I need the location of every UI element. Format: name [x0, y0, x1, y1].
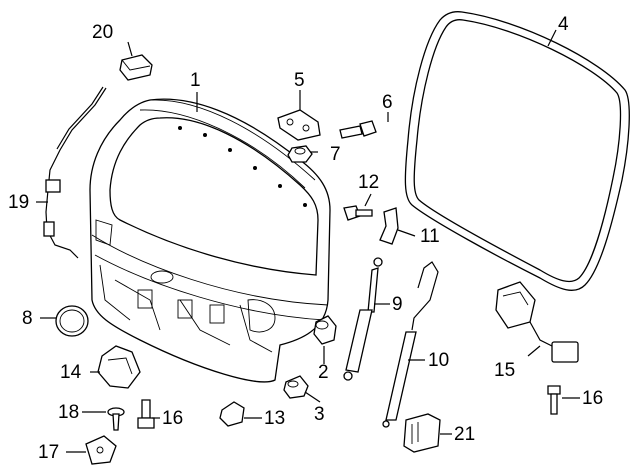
callout-17: 17 [38, 442, 59, 463]
callout-7: 7 [330, 144, 341, 165]
callout-4: 4 [558, 14, 569, 35]
gas-strut-part [343, 257, 383, 381]
callout-3: 3 [314, 404, 325, 425]
callout-8: 8 [22, 308, 33, 329]
weatherstrip-part [404, 11, 630, 291]
clip-part-2 [219, 401, 245, 427]
callout-19: 19 [8, 192, 29, 213]
control-module-part [403, 413, 441, 453]
screw-part [107, 407, 125, 431]
callout-21: 21 [454, 424, 475, 445]
tailgate-part [89, 98, 331, 383]
seal-ring-part [55, 305, 89, 337]
latch-assembly-part [495, 281, 579, 363]
callout-1: 1 [190, 70, 201, 91]
leader-lines [36, 29, 580, 453]
callout-2: 2 [318, 362, 329, 383]
latch-part [97, 345, 141, 389]
callout-10: 10 [428, 350, 449, 371]
stopper-part [283, 375, 309, 399]
callout-5: 5 [294, 70, 305, 91]
callout-14: 14 [60, 362, 82, 383]
cable-part [43, 86, 107, 259]
bumper-part [313, 315, 337, 345]
callout-12: 12 [358, 172, 379, 193]
callout-16a: 16 [162, 408, 183, 429]
bolt-part [339, 120, 377, 139]
bolt-part-3 [547, 385, 561, 415]
striker-part [85, 435, 117, 465]
callout-20: 20 [92, 22, 113, 43]
callout-13: 13 [264, 408, 285, 429]
bumper-stop-part [119, 54, 153, 81]
callout-15: 15 [494, 360, 515, 381]
callout-16b: 16 [582, 388, 603, 409]
nut-part [287, 145, 313, 163]
bolt-part-2 [343, 205, 373, 221]
callout-labels: 1 2 3 4 5 6 7 8 9 10 11 12 13 14 15 16 1… [8, 14, 603, 463]
callout-6: 6 [382, 92, 393, 113]
bolt-part-4 [137, 399, 155, 429]
callout-18: 18 [58, 402, 79, 423]
bracket-part [277, 109, 321, 141]
callout-11: 11 [420, 226, 440, 247]
callout-9: 9 [392, 294, 403, 315]
latch-rod-part [382, 261, 439, 428]
clip-part [379, 207, 399, 245]
